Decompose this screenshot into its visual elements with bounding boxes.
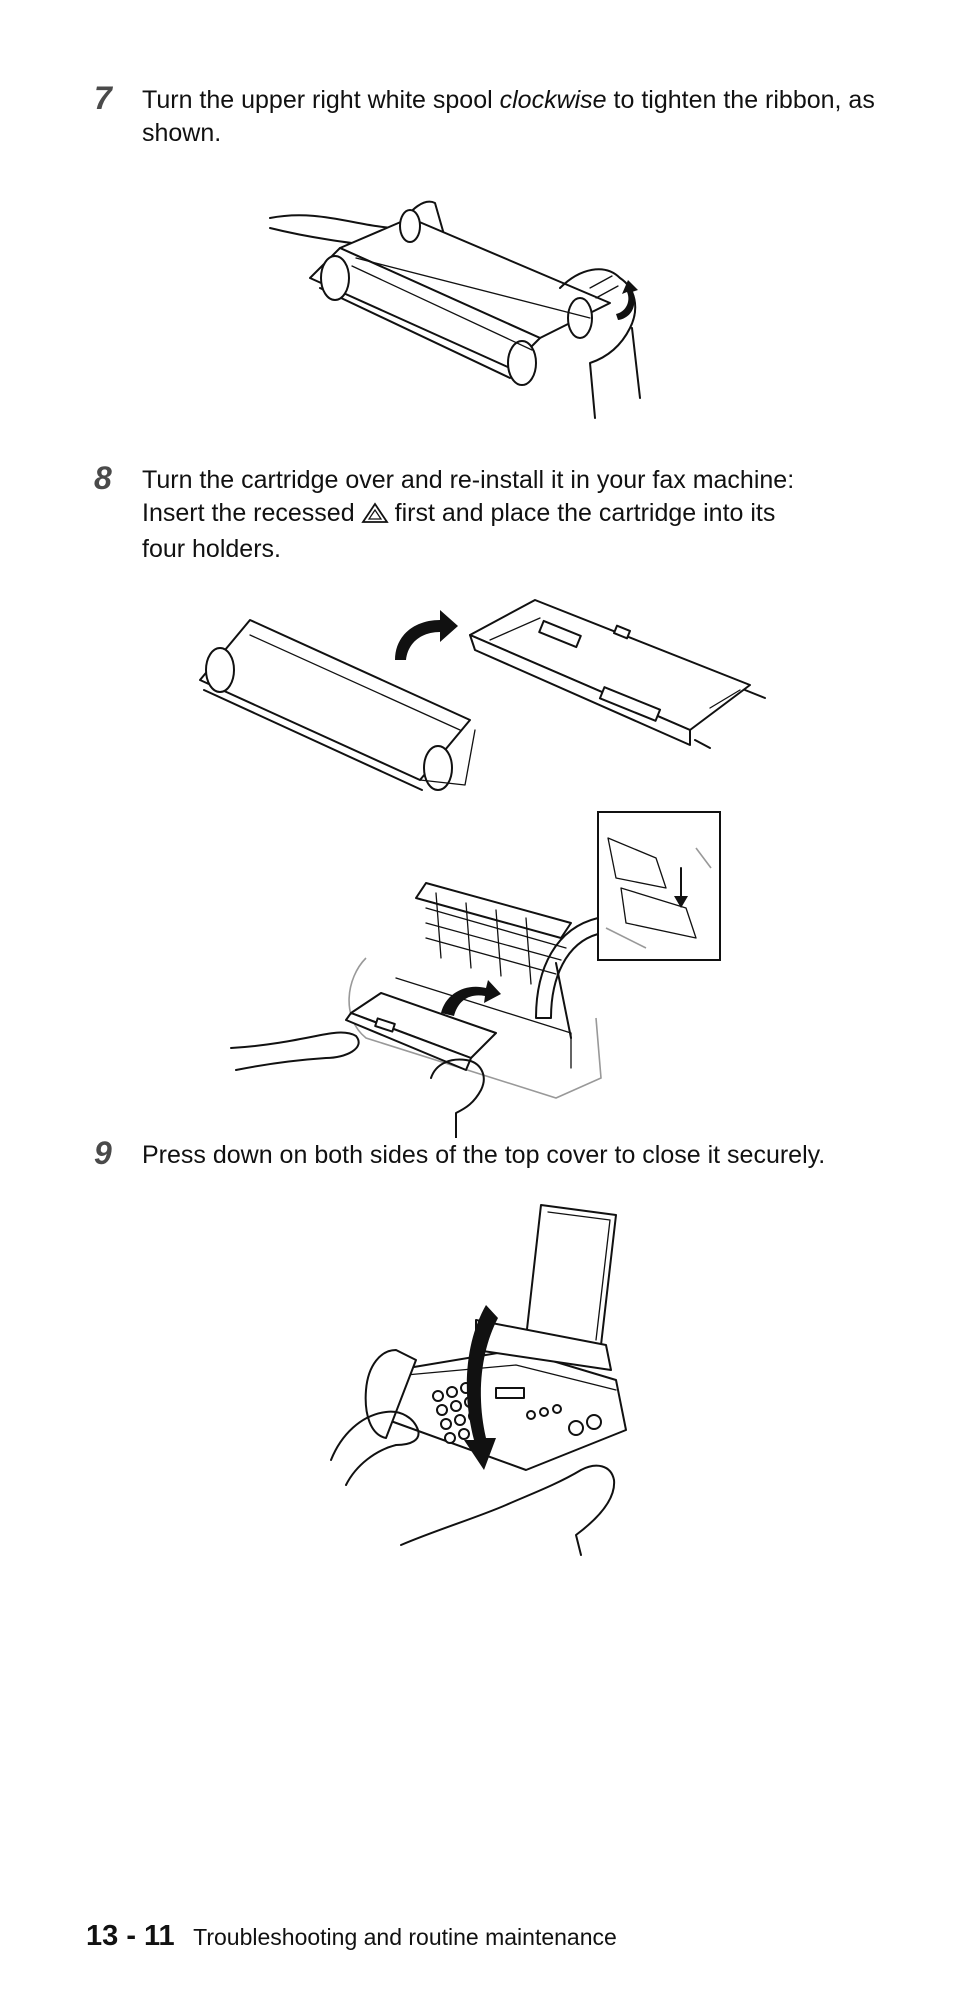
figure-tighten-spool [260, 168, 700, 458]
figure-install-cartridge [226, 808, 746, 1138]
figure-turn-cartridge [190, 590, 770, 810]
step-text: Turn the upper right white spool clockwi… [142, 84, 882, 150]
triangle-mark-icon [360, 500, 389, 533]
step-number: 8 [94, 460, 112, 496]
page-number: 13 - 11 [86, 1920, 175, 1952]
step-text-line: Turn the cartridge over and re-install i… [142, 466, 795, 494]
page-footer: 13 - 11 Troubleshooting and routine main… [86, 1920, 617, 1960]
step-text-part: to tighten the ribbon, as shown. [142, 86, 875, 147]
step-text-part: Turn the upper right white spool [142, 86, 500, 114]
step-text-line: four holders. [142, 535, 281, 563]
step-text-emphasis: clockwise [499, 86, 607, 114]
curved-arrow-icon [395, 610, 458, 660]
figure-close-cover [326, 1200, 646, 1570]
step-text-part: Insert the recessed [142, 499, 355, 527]
step-text: Turn the cartridge over and re-install i… [142, 464, 882, 566]
step-number: 9 [94, 1135, 112, 1171]
step-text: Press down on both sides of the top cove… [142, 1141, 826, 1169]
step-text-part: first and place the cartridge into its [394, 499, 776, 527]
step-text-line: Insert the recessed first and place the c… [142, 497, 882, 533]
step-number: 7 [94, 80, 112, 116]
section-title: Troubleshooting and routine maintenance [193, 1924, 617, 1950]
